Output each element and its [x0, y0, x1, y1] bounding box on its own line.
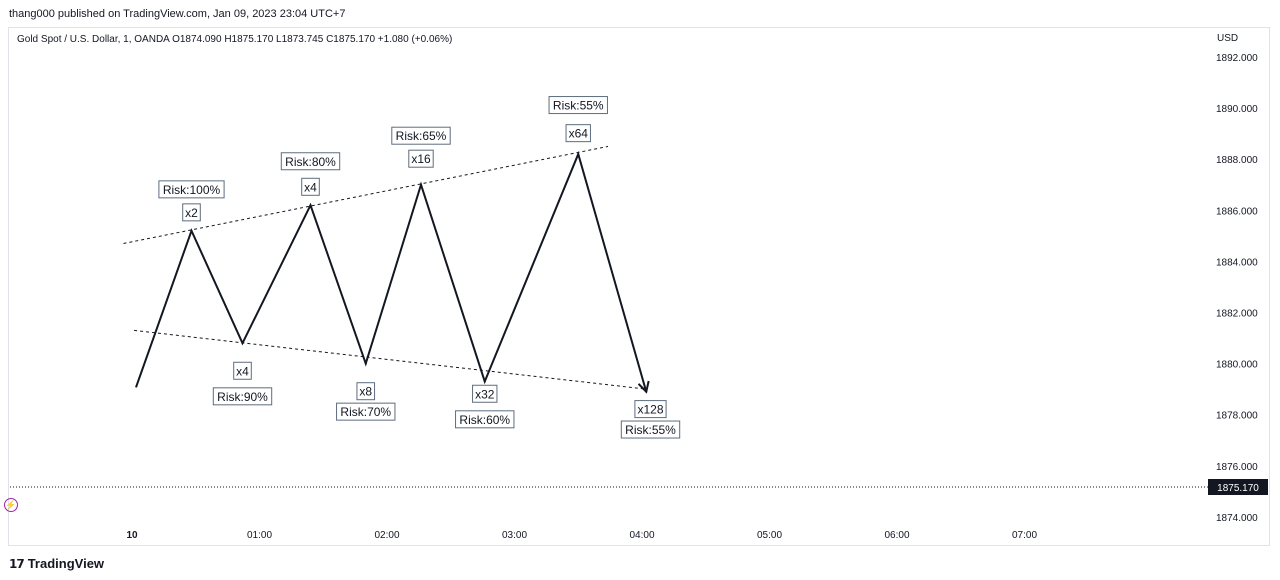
trendlines [123, 145, 647, 390]
annotation-box [301, 177, 320, 196]
annotation-text: Risk:100% [163, 183, 221, 197]
y-tick-label: 1880.000 [1216, 360, 1258, 371]
y-axis: 1892.000 1890.000 1888.000 1886.000 1884.000… [1216, 53, 1258, 524]
annotation-label: Risk:55% [620, 420, 681, 439]
annotation-label: Risk:90% [212, 387, 273, 406]
annotation-label: x4 [233, 361, 252, 380]
publish-caption: thang000 published on TradingView.com, J… [9, 8, 346, 20]
y-tick-label: 1892.000 [1216, 53, 1258, 64]
symbol-ohlc-legend[interactable]: Gold Spot / U.S. Dollar, 1, OANDA O1874.… [17, 34, 453, 45]
tv-logo-icon: 𝟭𝟳 [9, 556, 25, 571]
x-tick-label: 04:00 [629, 530, 654, 541]
arrowhead-icon [637, 380, 650, 394]
annotation-text: x64 [569, 127, 589, 141]
x-tick-label: 02:00 [374, 530, 399, 541]
annotation-text: x2 [185, 206, 198, 220]
annotation-label: Risk:80% [280, 152, 341, 171]
annotation-box [182, 203, 201, 222]
annotation-box [408, 149, 434, 168]
annotation-text: x4 [304, 180, 317, 194]
x-tick-label: 03:00 [502, 530, 527, 541]
annotation-label: Risk:65% [391, 126, 451, 145]
last-price-tag [1208, 479, 1268, 496]
annotation-box [620, 420, 681, 439]
annotation-box [472, 384, 498, 403]
price-point [190, 229, 193, 232]
annotation-label: Risk:60% [455, 410, 515, 429]
annotation-text: x4 [236, 364, 249, 378]
x-tick-label: 10 [126, 530, 138, 541]
annotation-label: x2 [182, 203, 201, 222]
currency-label: USD [1217, 33, 1239, 44]
chart-frame [8, 27, 1270, 546]
y-tick-label: 1874.000 [1216, 513, 1258, 524]
annotation-text: Risk:55% [625, 423, 676, 437]
price-point [309, 204, 312, 207]
y-tick-label: 1882.000 [1216, 309, 1258, 320]
annotation-box [634, 400, 667, 419]
lightning-icon[interactable]: ⚡ [4, 498, 18, 512]
annotation-text: x32 [475, 387, 495, 401]
annotation-label: x64 [565, 124, 591, 143]
price-point [364, 362, 367, 365]
annotation-text: Risk:55% [553, 99, 604, 113]
trendline [123, 145, 609, 245]
x-tick-label: 01:00 [247, 530, 272, 541]
x-tick-label: 07:00 [1012, 530, 1037, 541]
annotation-box [565, 124, 591, 143]
annotation-text: x16 [411, 152, 431, 166]
price-point [483, 380, 486, 383]
annotation-box [356, 382, 376, 401]
annotation-text: Risk:65% [396, 129, 447, 143]
annotation-label: x8 [356, 382, 376, 401]
annotation-label: Risk:70% [336, 402, 396, 421]
y-tick-label: 1888.000 [1216, 155, 1258, 166]
y-tick-label: 1890.000 [1216, 104, 1258, 115]
y-tick-label: 1884.000 [1216, 257, 1258, 268]
annotation-box [212, 387, 273, 406]
annotation-box [233, 361, 252, 380]
price-point [135, 385, 138, 388]
x-tick-label: 06:00 [884, 530, 909, 541]
trendline [134, 329, 647, 390]
annotation-label: x16 [408, 149, 434, 168]
annotation-text: Risk:80% [285, 155, 336, 169]
brand-name: TradingView [27, 556, 105, 571]
annotation-box [391, 126, 451, 145]
annotation-text: x128 [637, 403, 663, 417]
annotation-label: x4 [301, 177, 320, 196]
annotation-text: Risk:90% [217, 390, 268, 404]
annotation-label: x32 [472, 384, 498, 403]
annotation-text: x8 [359, 385, 372, 399]
price-path [135, 151, 650, 394]
annotation-label: Risk:55% [548, 96, 608, 115]
last-price-value: 1875.170 [1217, 483, 1259, 494]
y-tick-label: 1878.000 [1216, 411, 1258, 422]
annotation-box [158, 180, 225, 199]
annotation-box [455, 410, 515, 429]
annotation-box [280, 152, 341, 171]
y-tick-label: 1876.000 [1216, 462, 1258, 473]
annotation-label: Risk:100% [158, 180, 225, 199]
annotation-text: Risk:70% [340, 405, 391, 419]
annotation-label: x128 [634, 400, 667, 419]
x-tick-label: 05:00 [757, 530, 782, 541]
last-price: 1875.170 [10, 479, 1268, 496]
annotation-text: Risk:60% [459, 413, 510, 427]
annotations: Risk:100%x2Risk:80%x4Risk:65%x16Risk:55%… [158, 96, 681, 439]
price-point [241, 342, 244, 345]
price-point [420, 183, 422, 186]
x-axis: 10 01:00 02:00 03:00 04:00 05:00 06:00 07:00 [126, 530, 1037, 541]
annotation-box [548, 96, 608, 115]
tradingview-logo: 𝟭𝟳 TradingView [9, 556, 104, 571]
price-point [577, 153, 580, 156]
y-tick-label: 1886.000 [1216, 206, 1258, 217]
annotation-box [336, 402, 396, 421]
